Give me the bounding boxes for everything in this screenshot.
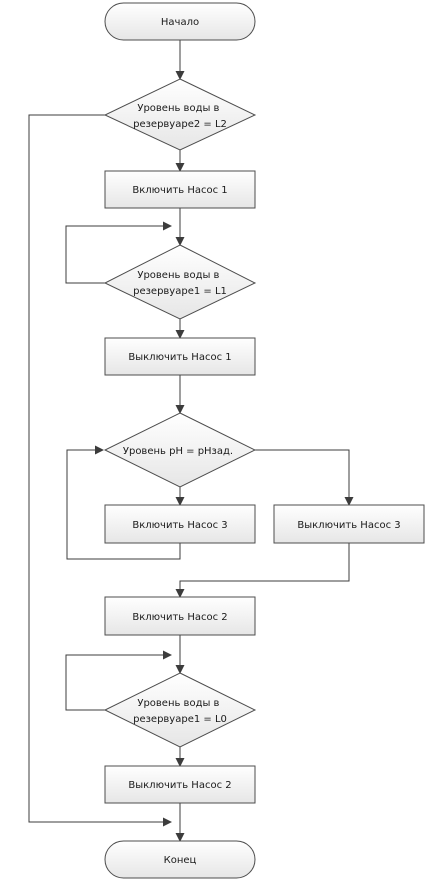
process-pump2-on: Включить Насос 2 — [104, 596, 256, 636]
decision-l0-line1: Уровень воды в — [137, 698, 219, 709]
process-pump2-off: Выключить Насос 2 — [104, 765, 256, 804]
edge-decision-l2-bypass-to-end — [28, 114, 172, 827]
pump3-off-label: Выключить Насос 3 — [297, 520, 400, 531]
end-node: Конец — [104, 840, 256, 879]
connectors — [28, 40, 354, 842]
svg-text:Уровень воды в резервуар: Уровень воды в резервуаре2 = L2 — [133, 103, 227, 130]
edge-pump3-off-to-pump2-on — [175, 543, 350, 598]
process-pump1-off: Выключить Насос 1 — [104, 337, 256, 376]
decision-l2-line2: резервуаре2 = L2 — [133, 119, 227, 130]
decision-water-level-l2: Уровень воды в резервуаре2 = L2 — [103, 78, 257, 151]
process-pump1-on: Включить Насос 1 — [104, 170, 256, 209]
decision-l0-line2: резервуаре1 = L0 — [133, 714, 227, 725]
decision-water-level-l0: Уровень воды в резервуаре1 = L0 — [103, 672, 257, 748]
decision-water-level-l1: Уровень воды в резервуаре1 = L1 — [103, 244, 257, 320]
pump1-off-label: Выключить Насос 1 — [128, 352, 231, 363]
svg-text:Уровень воды в резервуар: Уровень воды в резервуаре1 = L0 — [133, 698, 227, 725]
edge-decision-l0-loop — [65, 650, 172, 711]
decision-l1-line1: Уровень воды в — [137, 270, 219, 281]
pump3-on-label: Включить Насос 3 — [132, 520, 227, 531]
decision-ph-label: Уровень pH = pHзад. — [123, 446, 233, 457]
edge-decision-ph-to-pump3-off — [255, 449, 354, 506]
edge-decision-l1-loop — [65, 221, 172, 284]
end-label: Конец — [164, 855, 197, 866]
start-label: Начало — [161, 17, 199, 28]
decision-l1-line2: резервуаре1 = L1 — [133, 286, 227, 297]
process-pump3-on: Включить Насос 3 — [104, 504, 256, 544]
start-node: Начало — [104, 2, 256, 41]
pump2-on-label: Включить Насос 2 — [132, 612, 227, 623]
pump2-off-label: Выключить Насос 2 — [128, 780, 231, 791]
decision-l2-line1: Уровень воды в — [137, 103, 219, 114]
pump1-on-label: Включить Насос 1 — [132, 185, 227, 196]
edge-pump3-on-loop — [66, 445, 181, 560]
svg-text:Уровень воды в резервуар: Уровень воды в резервуаре1 = L1 — [133, 270, 227, 297]
process-pump3-off: Выключить Насос 3 — [273, 504, 425, 544]
decision-ph-level: Уровень pH = pHзад. — [103, 412, 257, 488]
